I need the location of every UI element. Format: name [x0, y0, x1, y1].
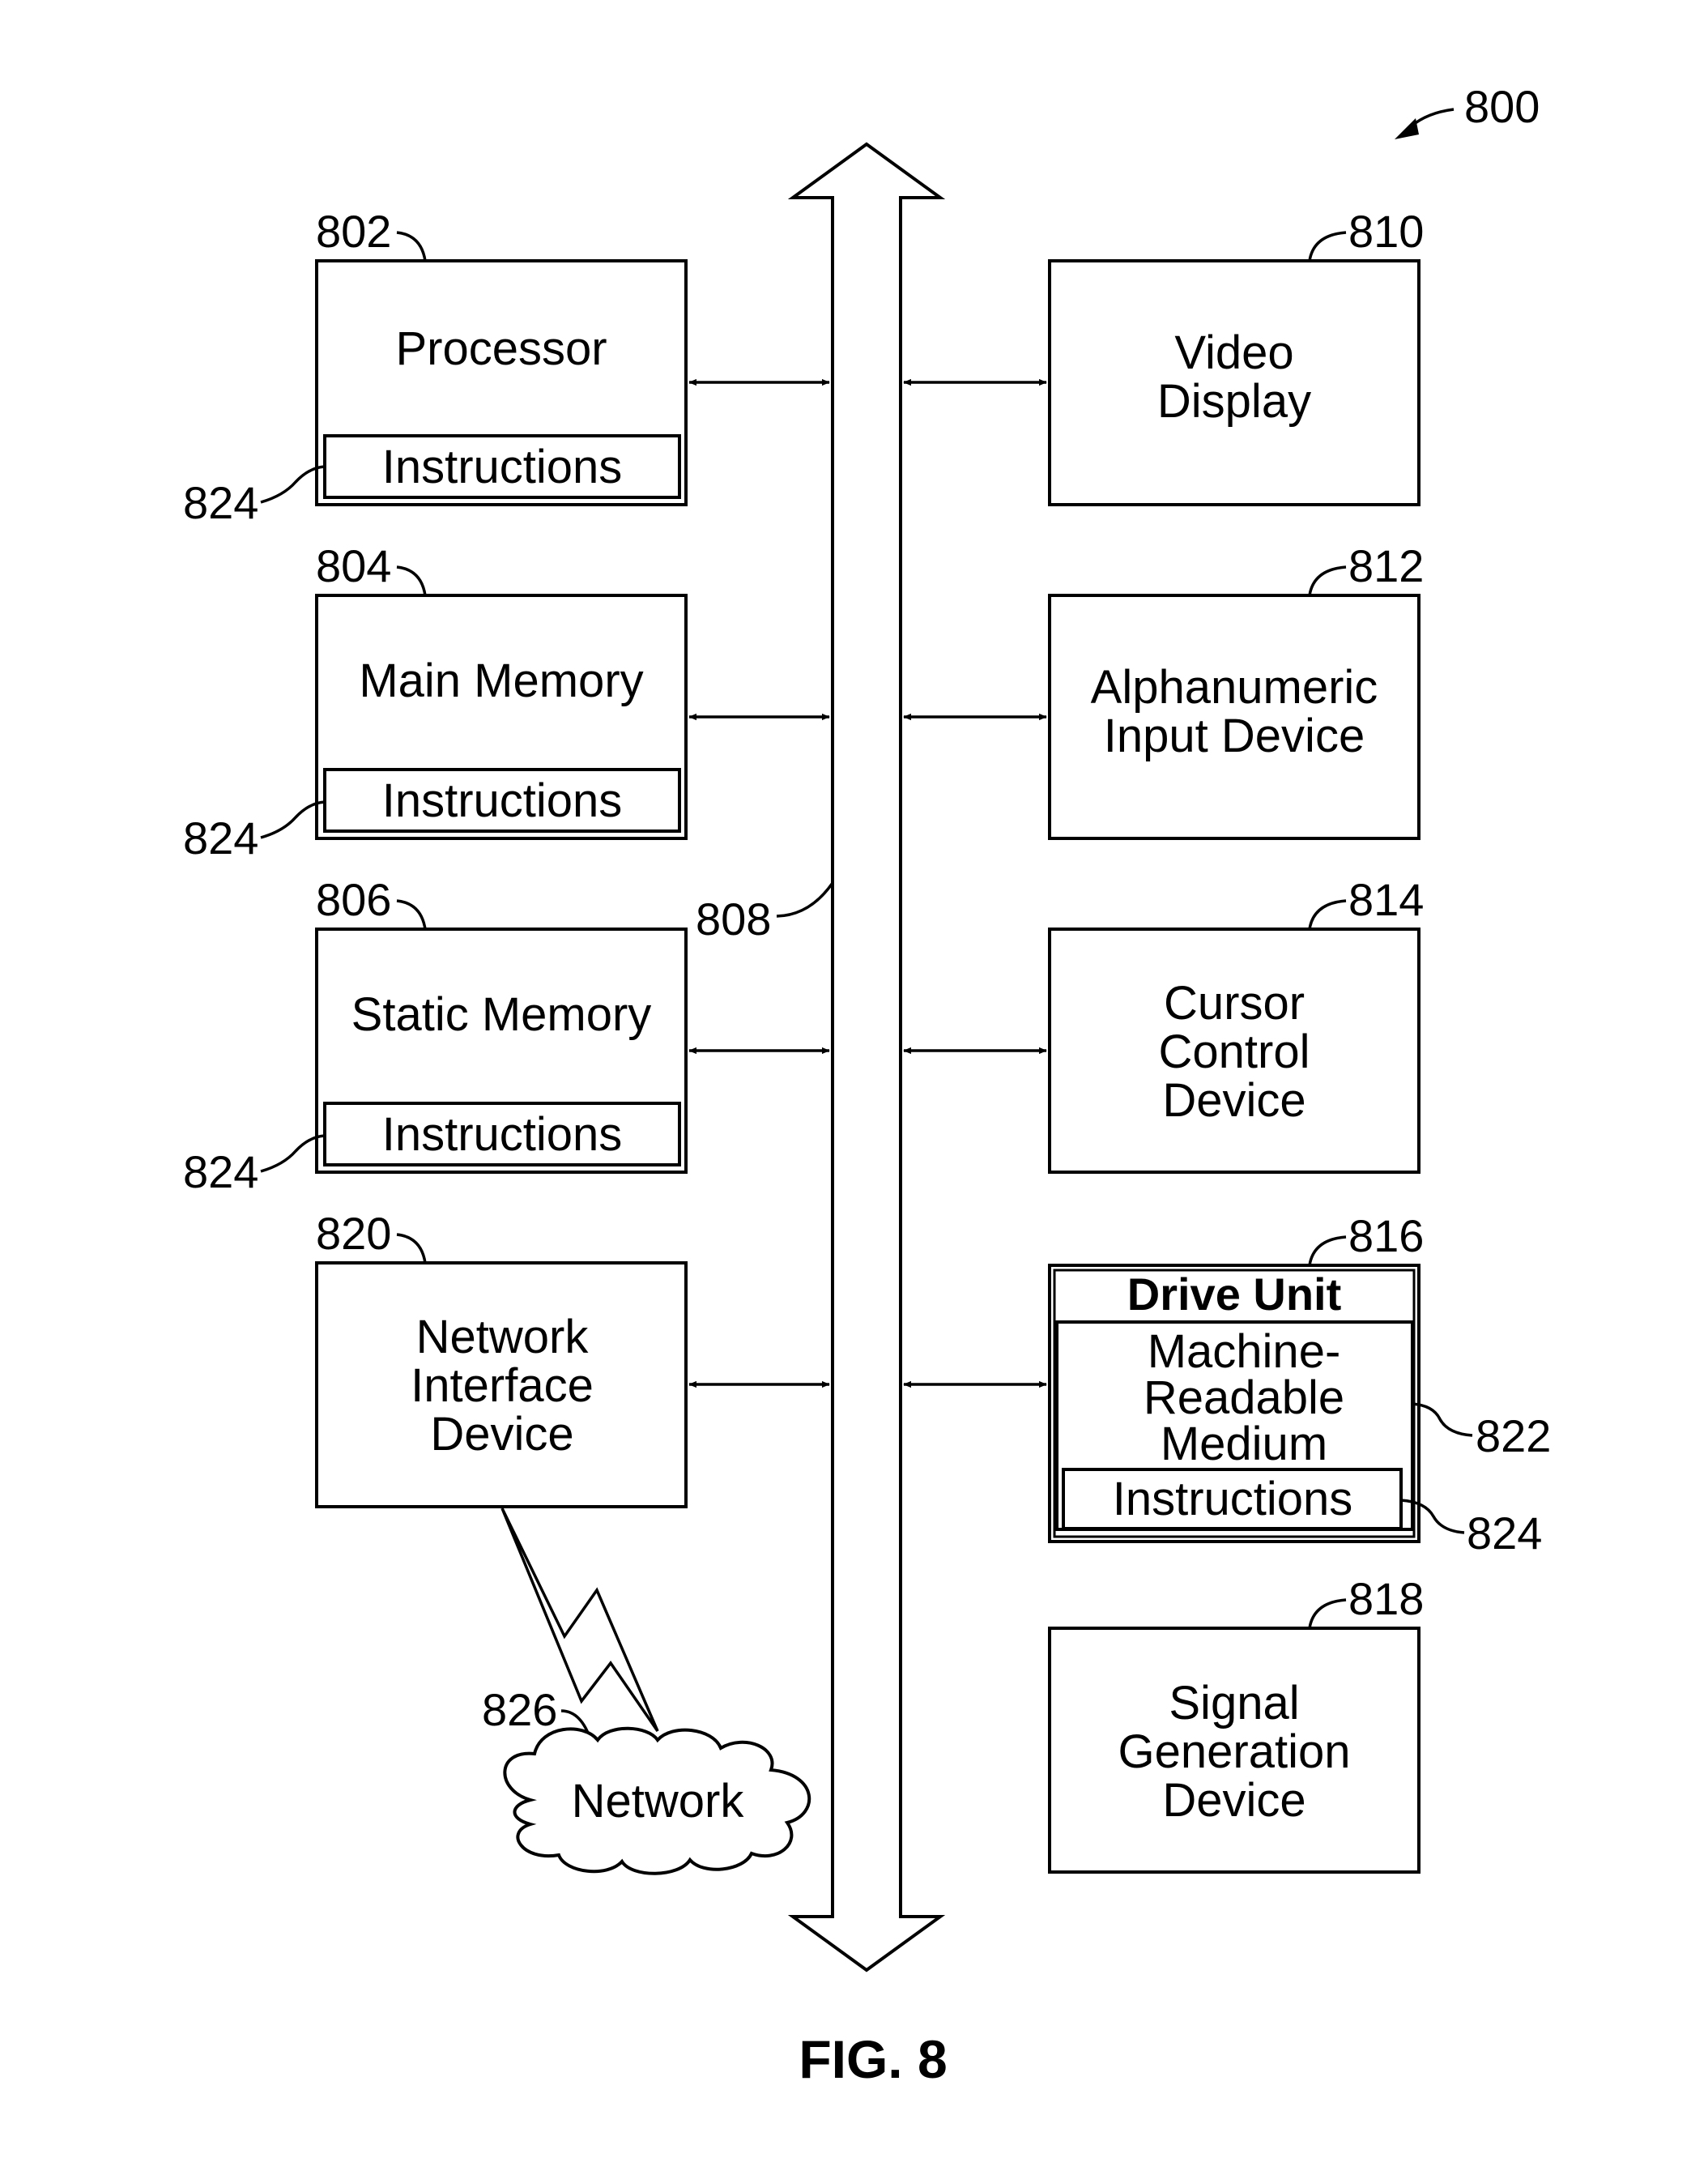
figure-number-arrowhead	[1395, 118, 1419, 139]
main-memory-leader-line	[397, 567, 425, 595]
video-display-line-2: Display	[1157, 375, 1311, 428]
drive-unit-ref-label: 816	[1348, 1210, 1424, 1261]
figure-caption: FIG. 8	[799, 2029, 947, 2089]
static-memory-leader-line	[397, 901, 425, 929]
video-display-block: 810 Video Display	[1050, 206, 1424, 505]
machine-readable-medium-ref: 822	[1476, 1410, 1551, 1461]
signal-generation-block: 818 Signal Generation Device	[1050, 1573, 1424, 1872]
cursor-control-line-3: Device	[1162, 1074, 1305, 1127]
network-interface-line-1: Network	[416, 1311, 590, 1363]
bus-ref-label: 808	[696, 893, 771, 945]
drive-unit-instructions-label: Instructions	[1113, 1473, 1353, 1525]
processor-title: Processor	[395, 322, 607, 375]
machine-readable-medium-line-2: Readable	[1144, 1371, 1344, 1424]
signal-generation-leader-line	[1310, 1600, 1346, 1628]
static-memory-instructions-label: Instructions	[382, 1108, 623, 1161]
processor-ref-label: 802	[316, 206, 391, 257]
static-memory-instructions-ref: 824	[183, 1146, 258, 1197]
network-interface-leader-line	[397, 1235, 425, 1263]
video-display-line-1: Video	[1174, 326, 1293, 379]
alphanumeric-input-ref-label: 812	[1348, 540, 1424, 591]
drive-unit-leader-line	[1310, 1237, 1346, 1265]
drive-unit-title: Drive Unit	[1127, 1269, 1342, 1320]
signal-generation-line-3: Device	[1162, 1774, 1305, 1827]
video-display-leader-line	[1310, 232, 1346, 261]
signal-generation-ref-label: 818	[1348, 1573, 1424, 1624]
network-interface-ref-label: 820	[316, 1208, 391, 1259]
figure-number-label: 800	[1464, 81, 1540, 132]
cursor-control-block: 814 Cursor Control Device	[1050, 874, 1424, 1172]
video-display-ref-label: 810	[1348, 206, 1424, 257]
network-interface-line-2: Interface	[411, 1359, 594, 1412]
drive-unit-instructions-ref: 824	[1467, 1508, 1542, 1559]
main-memory-title: Main Memory	[359, 655, 643, 707]
processor-instructions-ref: 824	[183, 477, 258, 528]
signal-generation-line-2: Generation	[1118, 1725, 1351, 1778]
main-memory-instructions-label: Instructions	[382, 774, 623, 827]
cursor-control-ref-label: 814	[1348, 874, 1424, 925]
alphanumeric-input-line-1: Alphanumeric	[1091, 661, 1378, 714]
network-interface-line-3: Device	[430, 1408, 573, 1461]
network-label: Network	[572, 1775, 745, 1827]
network-interface-block: 820 Network Interface Device	[316, 1208, 686, 1507]
system-bus	[793, 144, 940, 1970]
static-memory-title: Static Memory	[351, 988, 652, 1041]
static-memory-block: 806 Static Memory Instructions 824	[183, 874, 686, 1197]
main-memory-instructions-ref: 824	[183, 812, 258, 864]
cursor-control-line-2: Control	[1159, 1026, 1310, 1078]
machine-readable-medium-leader	[1412, 1404, 1472, 1435]
processor-leader-line	[397, 232, 425, 261]
network-ref-label: 826	[482, 1684, 557, 1735]
main-memory-ref-label: 804	[316, 540, 391, 591]
machine-readable-medium-line-3: Medium	[1161, 1418, 1327, 1470]
processor-instructions-label: Instructions	[382, 441, 623, 493]
static-memory-ref-label: 806	[316, 874, 391, 925]
cursor-control-line-1: Cursor	[1164, 977, 1305, 1030]
main-memory-block: 804 Main Memory Instructions 824	[183, 540, 686, 864]
alphanumeric-input-block: 812 Alphanumeric Input Device	[1050, 540, 1424, 838]
machine-readable-medium-line-1: Machine-	[1148, 1325, 1341, 1378]
alphanumeric-input-leader-line	[1310, 567, 1346, 595]
drive-unit-block: 816 Drive Unit Machine- Readable Medium …	[1050, 1210, 1551, 1559]
bus-leader-line	[777, 883, 833, 916]
processor-block: 802 Processor Instructions 824	[183, 206, 686, 528]
alphanumeric-input-line-2: Input Device	[1104, 710, 1365, 762]
cursor-control-leader-line	[1310, 901, 1346, 929]
signal-generation-line-1: Signal	[1169, 1677, 1299, 1729]
